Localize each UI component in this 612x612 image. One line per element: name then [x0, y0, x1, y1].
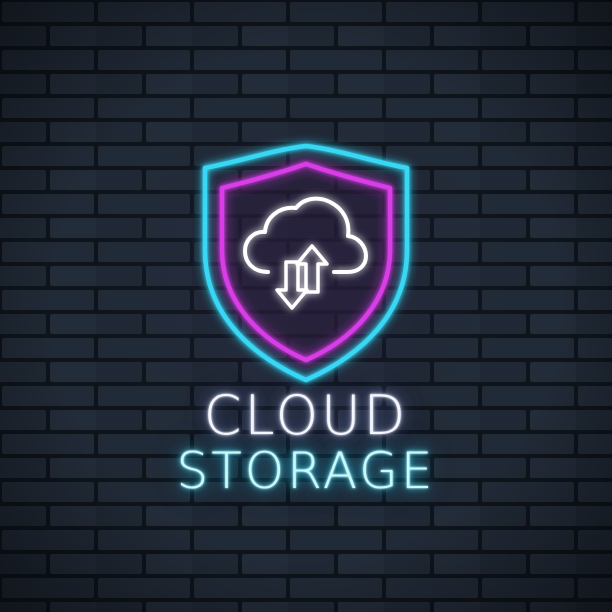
sign-text-storage: STORAGE [176, 442, 436, 500]
cloud-icon [243, 196, 368, 274]
shield-inner [219, 161, 393, 363]
shield-outer [202, 143, 410, 383]
sign-text-cloud: CLOUD [203, 384, 409, 447]
shield-inner-fill [222, 160, 390, 362]
up-down-arrows-icon [275, 244, 329, 310]
